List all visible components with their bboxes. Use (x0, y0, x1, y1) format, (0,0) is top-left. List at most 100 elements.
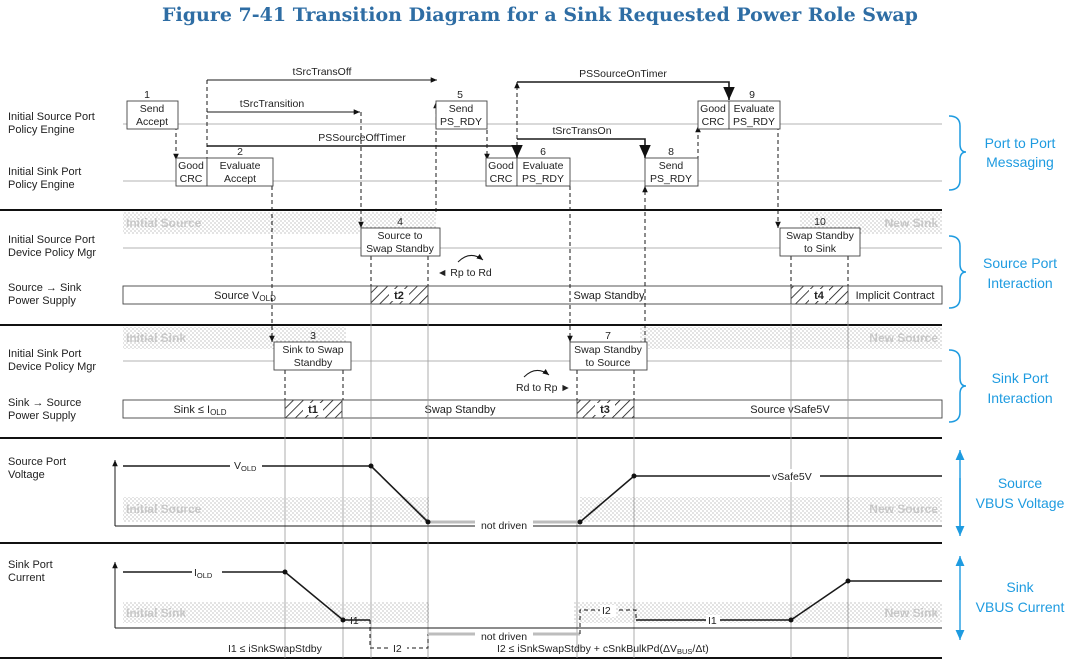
group-snk: Sink Port Interaction (948, 349, 1053, 423)
svg-text:CRC: CRC (702, 116, 725, 128)
i2-limit-note: I2 ≤ iSnkSwapStdby + cSnkBulkPd(ΔVBUS/Δt… (497, 643, 709, 656)
svg-text:Accept: Accept (136, 116, 168, 128)
group-snk-label-1: Sink Port (992, 370, 1049, 386)
svg-text:8: 8 (668, 146, 674, 158)
group-vbus-i-label-1: Sink (1006, 579, 1034, 595)
event-5: 5 Send PS_RDY (435, 89, 488, 130)
row-label-snk-pe-1: Initial Sink Port (8, 166, 81, 178)
brace-msg (948, 115, 967, 191)
row-label-src-pe-2: Policy Engine (8, 124, 75, 136)
source-power-supply-bar: Source VOLD t2 Swap Standby t4 Implicit … (122, 285, 943, 305)
i1-label-right: I1 (708, 615, 717, 627)
region-label-initial-sink: Initial Sink (126, 331, 186, 345)
svg-text:◄ Rp to Rd: ◄ Rp to Rd (437, 267, 492, 279)
group-vbus-v-label-2: VBUS Voltage (976, 495, 1065, 511)
event-4: 4 Source to Swap Standby (360, 216, 441, 257)
iold-label: IOLD (194, 567, 213, 580)
sink-power-supply-bar: Sink ≤ IOLD t1 Swap Standby t3 Source vS… (122, 399, 943, 419)
svg-text:Send: Send (449, 103, 474, 115)
sink-current-waveform: IOLD I1 I1 I2 I2 not driven I1 ≤ iSnkSwa… (112, 562, 942, 656)
waveform-guides (284, 304, 849, 658)
region-label-new-source: New Source (869, 331, 938, 345)
group-snk-label-2: Interaction (987, 390, 1052, 406)
row-label-src-ps-1: Source → Sink (8, 282, 82, 294)
svg-text:Standby: Standby (294, 357, 333, 369)
svg-text:10: 10 (814, 216, 826, 228)
svg-text:Send: Send (659, 160, 684, 172)
event-1: 1 Send Accept (126, 89, 179, 130)
i2-label-down: I2 (393, 643, 402, 655)
region-label-new-source-v: New Source (869, 502, 938, 516)
i1-limit-note: I1 ≤ iSnkSwapStdby (228, 643, 323, 655)
group-vbus-v-label-1: Source (998, 475, 1043, 491)
svg-text:PS_RDY: PS_RDY (522, 173, 564, 185)
svg-text:Good: Good (178, 160, 204, 172)
svg-text:CRC: CRC (490, 173, 513, 185)
row-label-src-pe-1: Initial Source Port (8, 111, 95, 123)
region-label-new-sink-i: New Sink (885, 606, 939, 620)
region-label-initial-source-v: Initial Source (126, 502, 202, 516)
row-label-snk-i-1: Sink Port (8, 559, 53, 571)
region-label-initial-sink-i: Initial Sink (126, 606, 186, 620)
row-label-snk-dpm-2: Device Policy Mgr (8, 361, 96, 373)
t4-label: t4 (814, 290, 825, 302)
rp-to-rd: ◄ Rp to Rd (437, 253, 492, 279)
rd-to-rp: Rd to Rp ► (516, 368, 571, 394)
event-7: 7 Swap Standby to Source (569, 330, 648, 371)
not-driven-voltage-label: not driven (481, 520, 527, 532)
tsrctransition-label: tSrcTransition (240, 98, 305, 110)
svg-text:Good: Good (700, 103, 726, 115)
region-label-initial-source: Initial Source (126, 216, 202, 230)
group-src: Source Port Interaction (948, 235, 1057, 309)
region-initial-sink-i (123, 602, 429, 623)
svg-text:4: 4 (397, 216, 403, 228)
svg-text:5: 5 (457, 89, 463, 101)
event-3: 3 Sink to Swap Standby (273, 330, 352, 371)
svg-text:Accept: Accept (224, 173, 256, 185)
t3-label: t3 (600, 404, 610, 416)
dotted-regions (123, 212, 942, 623)
row-labels: Initial Source Port Policy Engine Initia… (8, 111, 96, 584)
tsrctranson-arrow (517, 138, 651, 158)
group-msg-label-2: Messaging (986, 154, 1054, 170)
event-2: 2 Good CRC Evaluate Accept (175, 146, 274, 187)
pssourceofftimer-arrow (207, 145, 523, 158)
group-vbus-v: Source VBUS Voltage (955, 450, 1065, 536)
region-new-sink-i (574, 602, 942, 623)
svg-text:PS_RDY: PS_RDY (733, 116, 775, 128)
group-vbus-i: Sink VBUS Current (955, 556, 1065, 640)
region-new-source-v (580, 497, 942, 522)
tsrctransoff-label: tSrcTransOff (293, 66, 352, 78)
svg-text:Rd to Rp ►: Rd to Rp ► (516, 382, 571, 394)
row-label-snk-dpm-1: Initial Sink Port (8, 348, 81, 360)
figure-title: Figure 7-41 Transition Diagram for a Sin… (162, 4, 918, 26)
svg-text:Swap Standby: Swap Standby (574, 344, 642, 356)
svg-text:3: 3 (310, 330, 316, 342)
svg-text:9: 9 (749, 89, 755, 101)
row-label-src-v-2: Voltage (8, 469, 45, 481)
event-9: 9 Good CRC Evaluate PS_RDY (697, 89, 781, 130)
sink-iold-label: Sink ≤ IOLD (173, 404, 226, 417)
group-src-label-2: Interaction (987, 275, 1052, 291)
svg-text:Swap Standby: Swap Standby (366, 243, 434, 255)
row-label-src-dpm-1: Initial Source Port (8, 234, 95, 246)
group-vbus-i-label-2: VBUS Current (976, 599, 1065, 615)
pssourceontimer-label: PSSourceOnTimer (579, 68, 667, 80)
brace-snk (948, 349, 967, 423)
t1-label: t1 (308, 404, 318, 416)
i1-label-left: I1 (350, 615, 359, 627)
svg-text:2: 2 (237, 146, 243, 158)
implicit-contract-label: Implicit Contract (856, 290, 935, 302)
grid-lines (0, 123, 942, 659)
t2-label: t2 (394, 290, 404, 302)
event-8: 8 Send PS_RDY (644, 146, 699, 187)
source-vold-label: Source VOLD (214, 290, 276, 303)
source-voltage-waveform: VOLD vSafe5V not driven (112, 458, 942, 532)
svg-text:Sink to Swap: Sink to Swap (282, 344, 343, 356)
region-labels: Initial Source New Sink Initial Sink New… (126, 216, 938, 620)
row-label-src-v-1: Source Port (8, 456, 66, 468)
vsafe5v-label: vSafe5V (772, 471, 812, 483)
timer-arrows: tSrcTransOff tSrcTransition PSSourceOffT… (207, 66, 735, 158)
row-label-src-ps-2: Power Supply (8, 295, 76, 307)
